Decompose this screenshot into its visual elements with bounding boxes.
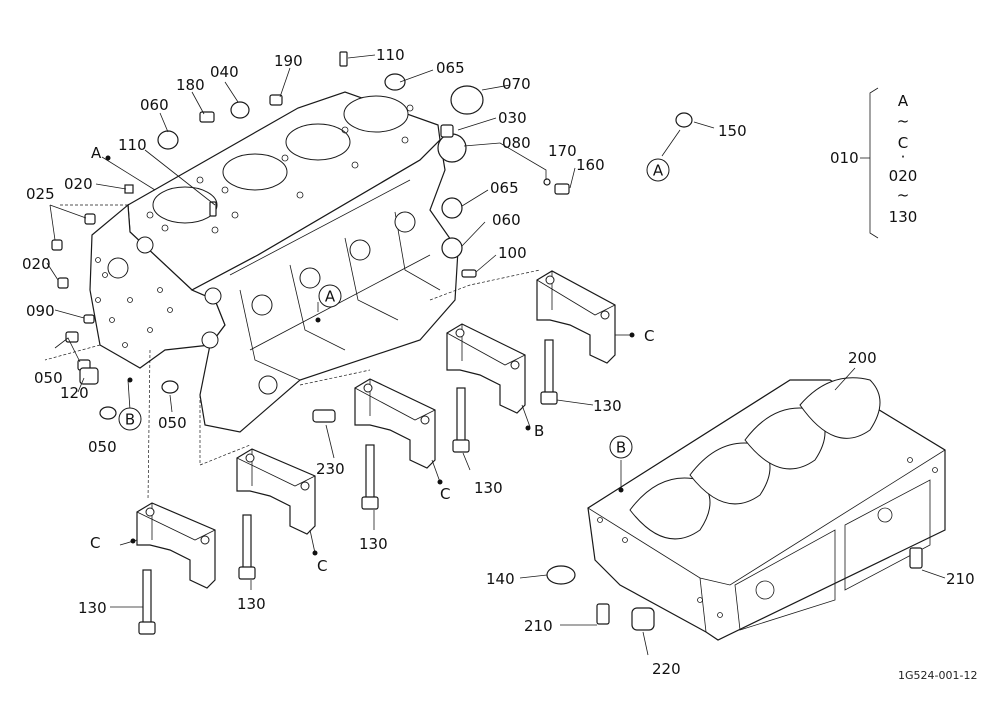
callout-130-e: 130 [593, 397, 622, 415]
callout-210-b: 210 [946, 570, 975, 588]
callout-060-b: 060 [492, 211, 521, 229]
bearing-cap-1 [136, 502, 216, 589]
range-line-5: 020 [889, 167, 918, 185]
ref-b-circle-2: B [616, 439, 626, 457]
letter-refs: A B C C C C [90, 144, 654, 575]
part-callouts: 025 020 020 090 050 120 050 050 110 060 … [22, 46, 975, 678]
callout-130-b: 130 [237, 595, 266, 613]
lower-crankcase-200 [587, 377, 946, 641]
ref-c-cap-2: C [317, 557, 327, 575]
callout-130-d: 130 [474, 479, 503, 497]
bearing-cap-2 [236, 448, 316, 535]
callout-090: 090 [26, 302, 55, 320]
callout-230: 230 [316, 460, 345, 478]
callout-120: 120 [60, 384, 89, 402]
callout-065-b: 065 [490, 179, 519, 197]
bearing-cap-4 [446, 323, 526, 414]
assembly-lines [44, 204, 541, 501]
leader-lines [46, 54, 946, 656]
callout-190: 190 [274, 52, 303, 70]
ref-c-cap-3: C [440, 485, 450, 503]
ref-c-cap-4: C [644, 327, 654, 345]
range-line-7: 130 [889, 208, 918, 226]
callout-130-a: 130 [78, 599, 107, 617]
ref-a-circle-1: A [653, 162, 664, 180]
range-line-6: ~ [897, 186, 910, 204]
callout-180: 180 [176, 76, 205, 94]
range-line-3: C [898, 134, 908, 152]
callout-200: 200 [848, 349, 877, 367]
reference-circles: A A B B [118, 158, 670, 459]
callout-020-b: 020 [22, 255, 51, 273]
callout-130-c: 130 [359, 535, 388, 553]
range-ref-010: 010 [830, 149, 859, 167]
callout-100: 100 [498, 244, 527, 262]
callout-065-a: 065 [436, 59, 465, 77]
callout-030: 030 [498, 109, 527, 127]
callout-025: 025 [26, 185, 55, 203]
callout-140: 140 [486, 570, 515, 588]
callout-220: 220 [652, 660, 681, 678]
callout-150: 150 [718, 122, 747, 140]
ref-a-circle-2: A [325, 288, 336, 306]
ref-a-block: A [91, 144, 102, 162]
callout-170: 170 [548, 142, 577, 160]
ref-c-cap-1: C [90, 534, 100, 552]
callout-050-a: 050 [34, 369, 63, 387]
callout-070: 070 [502, 75, 531, 93]
ref-b-circle-1: B [125, 411, 135, 429]
callout-060-a: 060 [140, 96, 169, 114]
range-line-1: A [898, 92, 909, 110]
callout-110-b: 110 [376, 46, 405, 64]
range-group: 010 A ~ C · 020 ~ 130 [830, 92, 917, 226]
reference-dots [105, 155, 635, 556]
callout-080: 080 [502, 134, 531, 152]
bearing-cap-5 [536, 270, 616, 364]
callout-020-a: 020 [64, 175, 93, 193]
callout-110-a: 110 [118, 136, 147, 154]
range-line-4: · [901, 148, 906, 166]
ref-b-cap: B [534, 422, 544, 440]
callout-050-b: 050 [88, 438, 117, 456]
cap-bolts [138, 339, 558, 635]
callout-050-c: 050 [158, 414, 187, 432]
callout-040: 040 [210, 63, 239, 81]
callout-210-a: 210 [524, 617, 553, 635]
callout-160: 160 [576, 156, 605, 174]
bearing-caps [136, 270, 616, 589]
document-id: 1G524-001-12 [898, 669, 977, 682]
range-line-2: ~ [897, 112, 910, 130]
bearing-cap-3 [354, 378, 436, 469]
